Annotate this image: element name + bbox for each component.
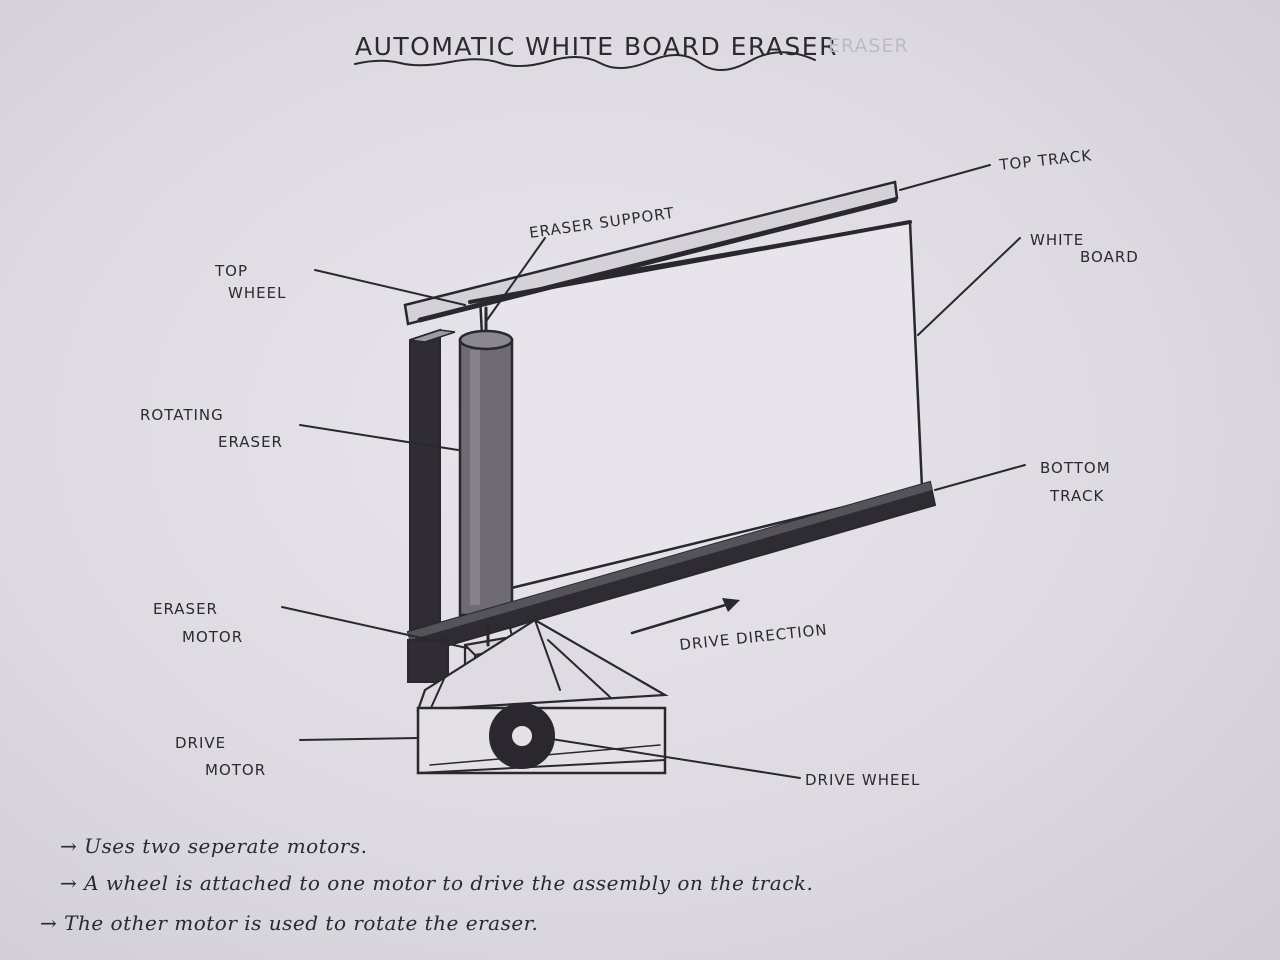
note-line-1: → Uses two seperate motors. <box>60 834 367 858</box>
leader-drive-motor <box>299 737 419 741</box>
leader-drive-wheel <box>544 737 801 779</box>
label-eraser-support: ERASER SUPPORT <box>528 204 676 242</box>
top-track-shadow <box>417 197 898 323</box>
leader-rotating-eraser <box>299 424 459 451</box>
top-track <box>403 180 899 326</box>
rotating-eraser <box>458 338 514 617</box>
leader-eraser-support <box>486 237 546 321</box>
bottom-track-top-face <box>408 482 932 640</box>
label-top-wheel-line1: TOP <box>214 262 248 280</box>
leader-top-wheel <box>314 269 466 306</box>
drive-wheel-hub <box>510 724 534 748</box>
label-drive-motor-line2: MOTOR <box>205 761 266 779</box>
track-end-block <box>407 639 449 683</box>
left-post <box>409 328 441 632</box>
title-underline <box>354 51 816 71</box>
rotating-eraser-highlight <box>470 350 480 605</box>
label-white-board-line1: WHITE <box>1030 231 1084 249</box>
leader-bottom-track <box>934 464 1026 491</box>
label-bottom-track-line2: TRACK <box>1049 487 1104 505</box>
board-top-edge <box>468 220 912 304</box>
label-drive-direction: DRIVE DIRECTION <box>679 621 829 654</box>
diagram-title: AUTOMATIC WHITE BOARD ERASER <box>355 32 838 61</box>
label-eraser-motor-line2: MOTOR <box>182 628 243 646</box>
leader-top-track <box>899 164 991 191</box>
drive-base-top <box>416 618 669 712</box>
left-post-top <box>409 329 456 343</box>
leader-white-board <box>917 237 1021 336</box>
drive-direction-arrowhead <box>722 598 740 612</box>
label-eraser-motor-line1: ERASER <box>153 600 218 618</box>
leader-eraser-motor <box>281 606 468 649</box>
drive-direction-arrow <box>630 601 734 635</box>
label-drive-wheel: DRIVE WHEEL <box>805 771 920 789</box>
note-line-2: → A wheel is attached to one motor to dr… <box>60 871 813 895</box>
label-bottom-track-line1: BOTTOM <box>1040 459 1111 477</box>
label-top-track: TOP TRACK <box>998 146 1094 174</box>
label-drive-motor-line1: DRIVE <box>175 734 226 752</box>
rotating-eraser-top <box>458 329 514 351</box>
label-rotating-eraser-line2: ERASER <box>218 433 283 451</box>
label-white-board-line2: BOARD <box>1080 248 1139 266</box>
title-ghost-mark: ERASER <box>828 35 909 57</box>
label-rotating-eraser-line1: ROTATING <box>140 406 224 424</box>
note-line-3: → The other motor is used to rotate the … <box>40 911 538 935</box>
label-top-wheel-line2: WHEEL <box>228 284 286 302</box>
